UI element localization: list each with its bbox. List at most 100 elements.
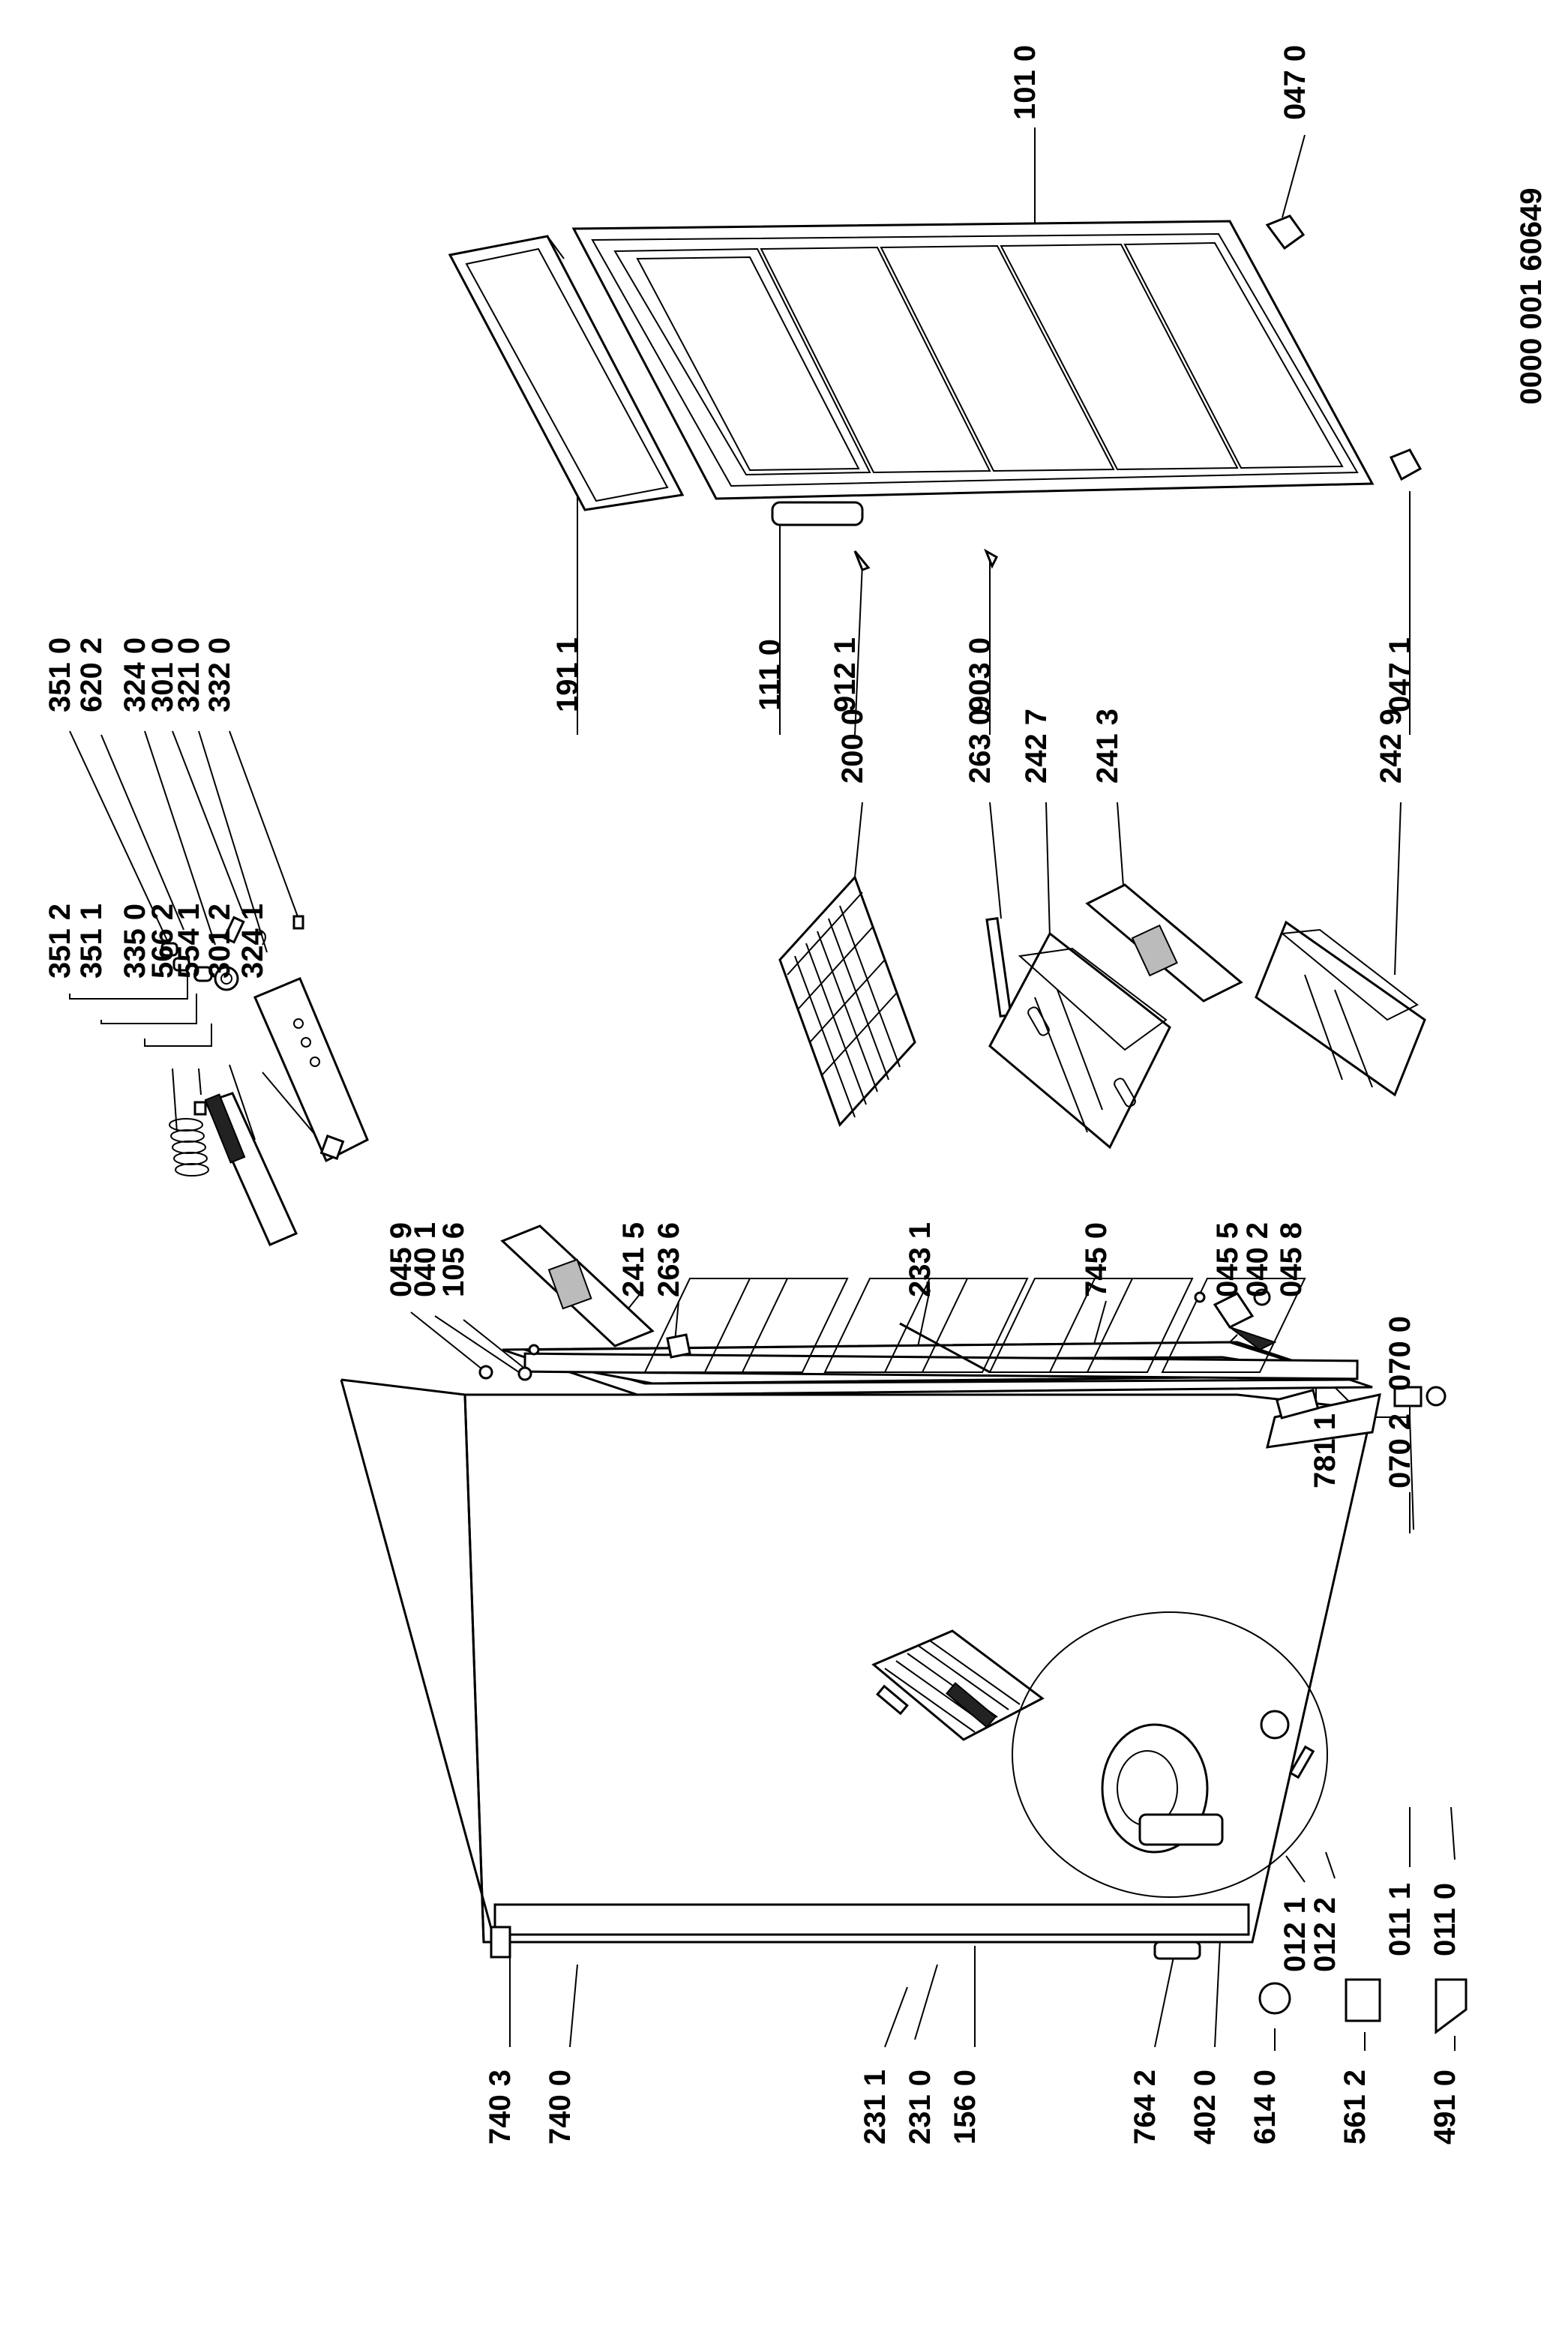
label-620-2: 620 2: [75, 637, 108, 712]
part-labels: 0000 001 60649 351 2 351 1 335 0 566 2 5…: [43, 45, 1548, 2145]
door-panel-5: [1123, 241, 1344, 469]
label-903-0: 903 0: [964, 637, 997, 712]
label-231-0: 231 0: [904, 2070, 937, 2145]
door-panel-1: [613, 247, 871, 476]
label-045-9: 045 9: [385, 1222, 418, 1297]
label-740-3: 740 3: [484, 2070, 517, 2145]
label-241-3: 241 3: [1091, 709, 1124, 784]
label-040-2: 040 2: [1241, 1222, 1274, 1297]
part-554-1: [193, 1101, 207, 1116]
label-614-0: 614 0: [1249, 2070, 1282, 2145]
screw-045-5: [1194, 1291, 1206, 1303]
label-011-1: 011 1: [1384, 1883, 1417, 1956]
label-263-0: 263 0: [964, 709, 997, 784]
label-912-1: 912 1: [829, 637, 862, 712]
label-301-0: 301 0: [146, 637, 179, 712]
door-panel-4: [1000, 243, 1239, 471]
knob-351-0: [193, 966, 213, 982]
label-070-0: 070 0: [1384, 1316, 1417, 1391]
part-324-1: [319, 1135, 345, 1160]
drier-764-2: [1153, 1941, 1201, 1960]
foot-011-1: [1393, 1386, 1423, 1407]
machine-compartment: [490, 1386, 1468, 2034]
compressor-402-0: [1101, 1723, 1224, 1854]
part-231-0: [945, 1682, 997, 1728]
cabinet-body: [340, 1224, 1381, 1944]
label-561-2: 561 2: [1339, 2070, 1372, 2145]
part-231-1: [876, 1684, 909, 1716]
label-231-1: 231 1: [859, 2070, 892, 2145]
door-panel-3: [880, 244, 1115, 472]
label-012-2: 012 2: [1309, 1897, 1342, 1972]
condenser-740-0: [493, 1903, 1250, 1936]
part-012-1: [1260, 1710, 1290, 1740]
label-012-1: 012 1: [1279, 1897, 1312, 1972]
label-554-1: 554 1: [172, 904, 205, 979]
foot-011-0: [1426, 1386, 1447, 1407]
control-assembly: [160, 915, 369, 1246]
part-903-0: [984, 548, 998, 569]
label-233-1: 233 1: [904, 1222, 937, 1297]
door-assembly: [448, 214, 1423, 571]
label-200-0: 200 0: [836, 709, 869, 784]
label-263-6: 263 6: [652, 1222, 685, 1297]
hinge-047-1: [1389, 448, 1423, 481]
part-263-6: [666, 1333, 691, 1359]
label-351-0: 351 0: [43, 637, 76, 712]
door-101-0: [571, 220, 1375, 500]
label-156-0: 156 0: [949, 2070, 982, 2145]
label-047-0: 047 0: [1279, 45, 1312, 120]
label-045-5: 045 5: [1211, 1222, 1244, 1297]
door-seal-191-1: [448, 235, 685, 511]
document-code: 0000 001 60649: [1515, 187, 1548, 404]
part-012-2: [1288, 1745, 1315, 1779]
base-strip-070-0: [1266, 1393, 1381, 1449]
switch-324-0: [223, 916, 245, 944]
thermostat-knob: [214, 966, 239, 991]
label-491-0: 491 0: [1429, 2070, 1462, 2145]
label-070-2: 070 2: [1384, 1413, 1417, 1488]
relay-614-0: [1258, 1982, 1291, 2015]
label-351-1: 351 1: [75, 904, 108, 979]
label-101-0: 101 0: [1009, 45, 1042, 120]
hinge-047-0: [1265, 214, 1306, 250]
strip-263-0: [985, 916, 1012, 1018]
cover-491-0: [1435, 1978, 1468, 2034]
label-332-0: 332 0: [203, 637, 236, 712]
clip-321-0: [258, 929, 266, 946]
screw-912-1: [853, 550, 871, 571]
label-191-1: 191 1: [551, 637, 584, 712]
part-070-2: [1275, 1389, 1320, 1419]
label-105-6: 105 6: [437, 1222, 470, 1297]
starter-561-2: [1345, 1978, 1381, 2022]
part-740-3: [490, 1926, 511, 1959]
part-105-6: [528, 1344, 540, 1356]
screw-045-9: [478, 1365, 493, 1380]
label-781-1: 781 1: [1309, 1413, 1342, 1488]
screw-045-8: [1253, 1288, 1271, 1306]
knob-351-1: [172, 957, 190, 972]
label-351-2: 351 2: [43, 904, 76, 979]
label-242-9: 242 9: [1375, 709, 1408, 784]
label-764-2: 764 2: [1129, 2070, 1162, 2145]
label-740-0: 740 0: [544, 2070, 577, 2145]
door-handle-111-0: [771, 501, 864, 526]
label-045-8: 045 8: [1275, 1222, 1308, 1297]
label-321-0: 321 0: [172, 637, 205, 712]
basket-242-7: [988, 931, 1171, 1150]
label-241-5: 241 5: [617, 1222, 650, 1297]
control-panel-301-0: [253, 977, 369, 1163]
label-301-2: 301 2: [203, 904, 236, 979]
door-panel-2: [760, 246, 991, 474]
part-332-0: [292, 915, 304, 930]
label-324-0: 324 0: [118, 637, 151, 712]
label-047-1: 047 1: [1384, 637, 1417, 712]
part-781-1: [1229, 1326, 1277, 1351]
basket-242-9: [1255, 920, 1426, 1097]
label-566-2: 566 2: [146, 904, 179, 979]
spring-566-2: [169, 1118, 209, 1176]
label-335-0: 335 0: [118, 904, 151, 979]
label-111-0: 111 0: [754, 639, 787, 711]
evaporator-grids: [643, 1278, 1306, 1373]
